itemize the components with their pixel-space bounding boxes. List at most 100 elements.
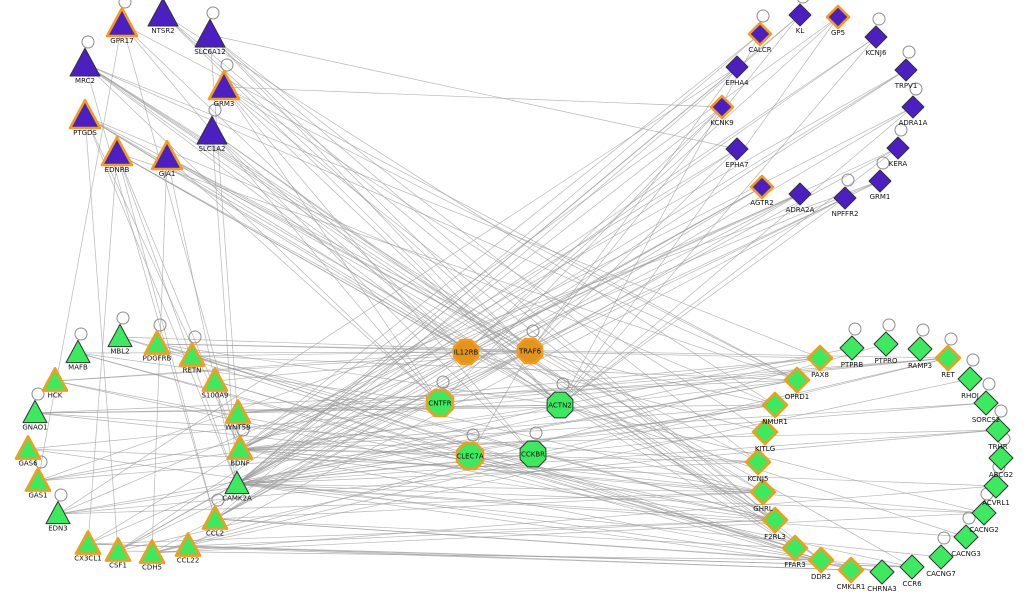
node-cacng7[interactable]: [928, 544, 954, 570]
self-loop: [982, 377, 996, 391]
node-gja1[interactable]: [150, 139, 184, 171]
node-agtr2[interactable]: [749, 174, 775, 200]
node-kera[interactable]: [886, 136, 910, 160]
node-slc1a2[interactable]: [196, 115, 228, 145]
edge: [236, 193, 801, 485]
node-edn3[interactable]: [45, 500, 71, 525]
node-adra1a[interactable]: [901, 95, 925, 119]
node-hck[interactable]: [41, 367, 69, 392]
node-mbl2[interactable]: [107, 323, 133, 348]
node-cdh5[interactable]: [138, 539, 166, 564]
edge: [116, 152, 561, 406]
node-csf1[interactable]: [104, 537, 132, 562]
node-acvrl1[interactable]: [983, 473, 1009, 499]
edge: [187, 545, 913, 568]
node-ntsr2[interactable]: [147, 0, 179, 27]
edge: [37, 23, 123, 482]
node-pdgfrb[interactable]: [143, 330, 171, 355]
node-cmklr1[interactable]: [837, 556, 865, 584]
edge: [239, 448, 759, 463]
node-ptprb[interactable]: [839, 335, 865, 361]
node-chrna3[interactable]: [869, 559, 895, 585]
node-cx3cl1[interactable]: [74, 530, 102, 555]
node-camk2a[interactable]: [224, 470, 250, 495]
node-abcg2[interactable]: [988, 445, 1014, 471]
node-cckbr[interactable]: [519, 440, 547, 468]
node-gpr17[interactable]: [105, 6, 139, 38]
node-kl[interactable]: [788, 3, 812, 27]
node-ednrb[interactable]: [100, 135, 134, 167]
node-epha7[interactable]: [725, 137, 749, 161]
node-mrc2[interactable]: [69, 47, 101, 77]
edge: [84, 63, 798, 381]
node-label: EDN3: [48, 525, 68, 533]
self-loop: [966, 353, 980, 367]
node-clec7a[interactable]: [455, 441, 485, 471]
node-adra2a[interactable]: [788, 182, 812, 206]
node-sorcs2[interactable]: [973, 390, 999, 416]
node-epha4[interactable]: [725, 55, 749, 79]
node-gas1[interactable]: [24, 467, 52, 492]
node-nmur1[interactable]: [761, 391, 789, 419]
self-loop: [31, 387, 45, 401]
edge: [465, 351, 766, 433]
node-calcr[interactable]: [747, 21, 773, 47]
node-mafb[interactable]: [65, 339, 91, 364]
node-ptgds[interactable]: [68, 98, 102, 130]
edge: [116, 152, 238, 485]
node-npffr2[interactable]: [833, 186, 857, 210]
node-grm1[interactable]: [868, 169, 892, 193]
self-loop: [882, 318, 896, 332]
node-ccl22[interactable]: [174, 532, 202, 557]
node-trhr[interactable]: [985, 417, 1011, 443]
node-actn2[interactable]: [546, 391, 574, 419]
self-loop: [848, 322, 862, 336]
node-f2rl3[interactable]: [761, 506, 789, 534]
node-trpv1[interactable]: [894, 58, 918, 82]
node-bdnf[interactable]: [226, 435, 254, 460]
node-ccr6[interactable]: [899, 554, 925, 580]
node-kitlg[interactable]: [751, 418, 779, 446]
node-ramp3[interactable]: [907, 336, 933, 362]
edge: [236, 429, 999, 485]
node-il12rb[interactable]: [452, 338, 480, 366]
node-label: CCL22: [177, 557, 200, 565]
self-loop: [909, 82, 923, 96]
node-oprd1[interactable]: [783, 366, 811, 394]
node-retn[interactable]: [178, 342, 206, 367]
node-ptpro[interactable]: [873, 331, 899, 357]
node-cacng3[interactable]: [953, 524, 979, 550]
node-gnao1[interactable]: [22, 399, 48, 424]
edge: [34, 404, 561, 414]
node-ccl2[interactable]: [201, 505, 229, 530]
node-cacng2[interactable]: [971, 500, 997, 526]
node-ddr2[interactable]: [807, 546, 835, 574]
edge: [151, 357, 949, 554]
edge: [121, 23, 441, 404]
node-kcnj6[interactable]: [864, 25, 888, 49]
node-slc6a12[interactable]: [194, 18, 226, 48]
node-pax8[interactable]: [806, 344, 834, 372]
node-gp5[interactable]: [825, 4, 851, 30]
node-kcnk9[interactable]: [709, 94, 735, 120]
node-ffar3[interactable]: [781, 534, 809, 562]
node-grm3[interactable]: [207, 69, 241, 101]
node-ghrl[interactable]: [749, 478, 777, 506]
self-loops-layer: [31, 0, 1011, 545]
node-label: RET: [941, 371, 955, 379]
node-kcnj5[interactable]: [744, 448, 772, 476]
node-s100a9[interactable]: [201, 367, 229, 392]
node-label: RHOJ: [961, 392, 979, 400]
self-loop: [188, 330, 202, 344]
edge: [559, 16, 839, 406]
node-gas6[interactable]: [14, 435, 42, 460]
edge: [465, 106, 723, 353]
node-traf6[interactable]: [516, 337, 544, 365]
node-wnt5b[interactable]: [224, 399, 252, 424]
node-ret[interactable]: [934, 344, 962, 372]
edge: [54, 351, 467, 382]
node-cntfr[interactable]: [425, 388, 455, 418]
node-rhoj[interactable]: [957, 366, 983, 392]
edge: [211, 131, 238, 485]
